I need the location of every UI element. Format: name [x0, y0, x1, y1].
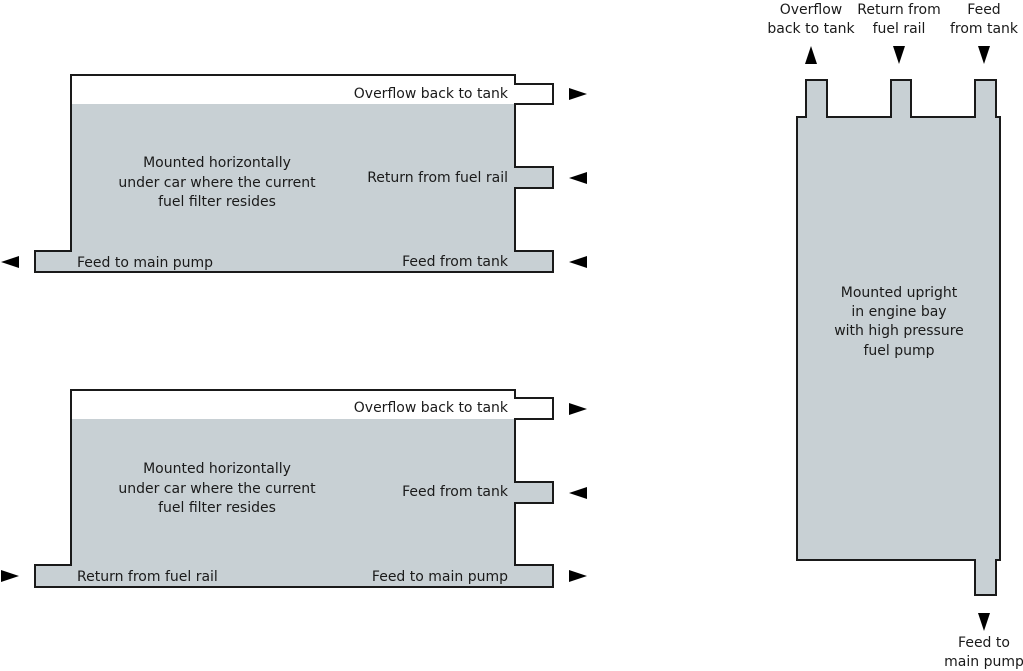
tank-2-arrow-bottom-left-icon [1, 570, 19, 582]
tank-1-description-line-2: under car where the current [118, 175, 316, 191]
tank-2-port-top-label: Overflow back to tank [354, 400, 509, 416]
tank-2-description-line-2: under car where the current [118, 481, 316, 497]
tank-2-port-bottom-left-label: Return from fuel rail [77, 569, 218, 585]
tank-3-arrow-left-icon [805, 46, 817, 64]
tank-1-port-mid-label: Return from fuel rail [367, 170, 508, 186]
tank-2-port-bottom-right-label: Feed to main pump [372, 569, 508, 585]
tank-3-description-line-3: with high pressure [834, 323, 964, 339]
tank-2-description-line-1: Mounted horizontally [143, 461, 291, 477]
tank-2-arrow-bottom-right-icon [569, 570, 587, 582]
tank-2-fluid [35, 419, 553, 587]
tank-3-port-left-label-line-1: Overflow [780, 2, 843, 18]
tank-1-port-bottom-right-label: Feed from tank [402, 254, 509, 270]
tank-2-arrow-mid-icon [569, 487, 587, 499]
tank-3-port-bottom-label-line-2: main pump [944, 654, 1023, 670]
tank-1-outline [34, 74, 554, 273]
tank-1-arrow-mid-icon [569, 172, 587, 184]
tank-3-fluid [797, 80, 1000, 595]
tank-3-arrow-right-icon [978, 46, 990, 64]
tank-1-port-top-label: Overflow back to tank [354, 86, 509, 102]
tank-3-arrow-bottom-icon [978, 613, 990, 631]
tank-3-description-line-4: fuel pump [863, 343, 934, 359]
tank-3-port-bottom-label-line-1: Feed to [958, 635, 1010, 651]
tank-3: Mounted upright in engine bay with high … [767, 2, 1023, 670]
tank-3-outline [796, 79, 1001, 596]
tank-3-port-middle-label-line-1: Return from [857, 2, 941, 18]
tank-3-port-left-label-line-2: back to tank [767, 21, 855, 37]
tank-1-arrow-bottom-left-icon [1, 256, 19, 268]
tank-1-description-line-1: Mounted horizontally [143, 155, 291, 171]
tank-3-description-line-1: Mounted upright [841, 285, 958, 301]
tank-2-port-mid-label: Feed from tank [402, 484, 509, 500]
tank-1-fluid [35, 104, 553, 272]
tank-1: Mounted horizontally under car where the… [1, 74, 587, 273]
tank-3-port-right-label-line-1: Feed [967, 2, 1000, 18]
tank-1-port-bottom-left-label: Feed to main pump [77, 255, 213, 271]
tank-2: Mounted horizontally under car where the… [1, 389, 587, 588]
tank-2-arrow-top-icon [569, 403, 587, 415]
tank-2-description-line-3: fuel filter resides [158, 500, 276, 516]
tank-3-port-right-label-line-2: from tank [950, 21, 1019, 37]
tank-1-description-line-3: fuel filter resides [158, 194, 276, 210]
tank-1-arrow-bottom-right-icon [569, 256, 587, 268]
tank-3-description-line-2: in engine bay [851, 304, 946, 320]
tank-3-port-middle-label-line-2: fuel rail [873, 21, 926, 37]
tank-3-arrow-middle-icon [893, 46, 905, 64]
tank-2-outline [34, 389, 554, 588]
tank-1-arrow-top-icon [569, 88, 587, 100]
